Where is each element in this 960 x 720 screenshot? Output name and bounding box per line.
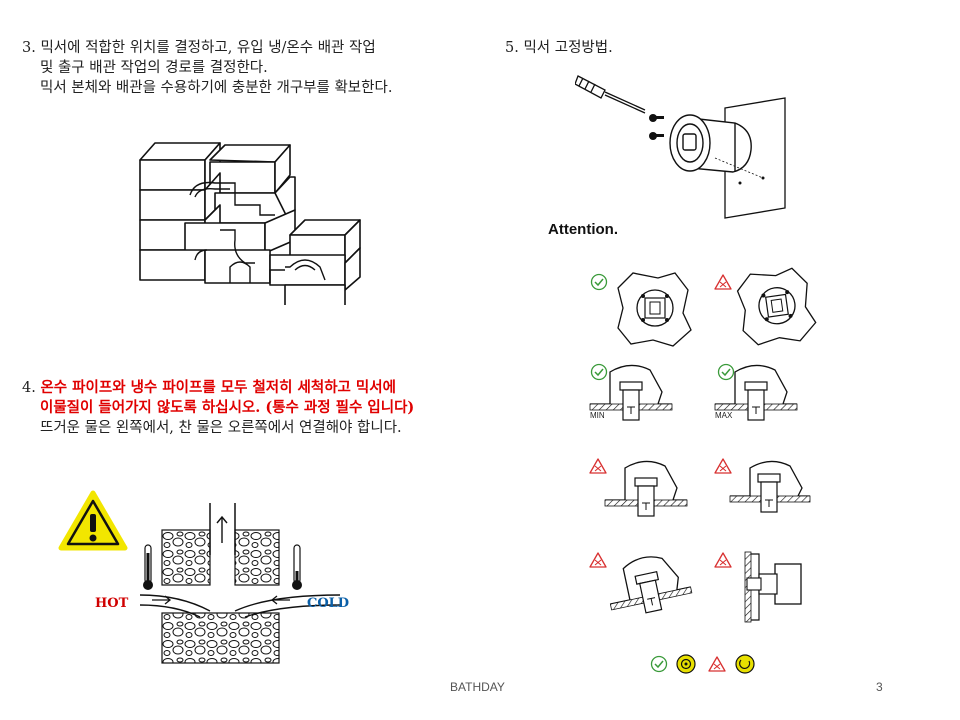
step4-warning-line-2: 이물질이 들어가지 않도록 하십시오. (통수 과정 필수 입니다): [40, 399, 415, 416]
step4-warning-line-1: 온수 파이프와 냉수 파이프를 모두 철저히 세척하고 믹서에: [40, 379, 396, 396]
hot-cold-pipe-diagram: [140, 503, 341, 664]
min-label: MIN: [590, 411, 605, 420]
mixer-mount-illustration: [575, 75, 786, 219]
step4-text: 4. 온수 파이프와 냉수 파이프를 모두 철저히 세척하고 믹서에 이물질이 …: [22, 378, 492, 438]
page-number: 3: [876, 680, 883, 694]
brick-wall-illustration: [139, 142, 361, 305]
step3-line-1: 3. 믹서에 적합한 위치를 결정하고, 유입 냉/온수 배관 작업: [22, 40, 376, 56]
step3-line-2: 및 출구 배관 작업의 경로를 결정한다.: [40, 60, 268, 76]
step4-number: 4.: [22, 380, 36, 396]
max-label: MAX: [715, 411, 733, 420]
warning-triangle-icon: [58, 490, 128, 551]
step4-note: 뜨거운 물은 왼쪽에서, 찬 물은 오른쪽에서 연결해야 합니다.: [40, 420, 402, 436]
step3-line-3: 믹서 본체와 배관을 수용하기에 충분한 개구부를 확보한다.: [40, 80, 393, 96]
hot-label: HOT: [95, 596, 129, 611]
step3-text: 3. 믹서에 적합한 위치를 결정하고, 유입 냉/온수 배관 작업 및 출구 …: [22, 38, 492, 98]
step5-title: 5. 믹서 고정방법.: [505, 40, 613, 56]
attention-title: Attention.: [548, 221, 618, 238]
footer-brand: BATHDAY: [450, 680, 505, 694]
attention-diagrams: [589, 265, 819, 674]
cold-label: COLD: [307, 596, 350, 611]
